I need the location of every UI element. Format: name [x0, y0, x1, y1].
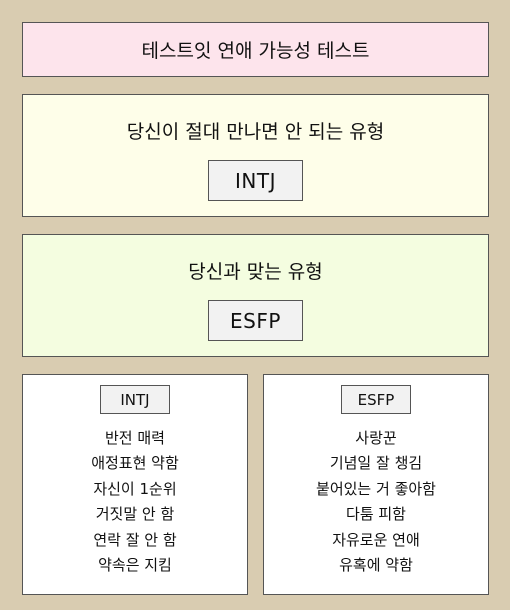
esfp-card-type: ESFP: [357, 390, 395, 409]
best-match-type-badge: ESFP: [208, 300, 303, 341]
trait-item: 거짓말 안 함: [95, 505, 175, 524]
trait-item: 유혹에 약함: [339, 556, 413, 575]
trait-item: 자유로운 연애: [332, 530, 420, 549]
trait-item: 붙어있는 거 좋아함: [316, 479, 436, 498]
test-title: 테스트잇 연애 가능성 테스트: [141, 40, 370, 62]
intj-card-type: INTJ: [120, 390, 150, 409]
worst-match-panel: 당신이 절대 만나면 안 되는 유형 INTJ: [22, 94, 489, 217]
best-match-heading: 당신과 맞는 유형: [188, 261, 323, 283]
esfp-trait-card: ESFP 사랑꾼 기념일 잘 챙김 붙어있는 거 좋아함 다툼 피함 자유로운 …: [263, 374, 489, 595]
trait-item: 사랑꾼: [355, 429, 397, 447]
worst-match-type: INTJ: [235, 168, 276, 193]
esfp-card-tag: ESFP: [341, 385, 411, 414]
worst-match-heading: 당신이 절대 만나면 안 되는 유형: [126, 121, 385, 143]
trait-item: 다툼 피함: [346, 505, 406, 524]
worst-match-type-badge: INTJ: [208, 160, 303, 201]
esfp-trait-list: 사랑꾼 기념일 잘 챙김 붙어있는 거 좋아함 다툼 피함 자유로운 연애 유혹…: [316, 426, 436, 578]
trait-item: 연락 잘 안 함: [93, 530, 177, 549]
intj-card-tag: INTJ: [100, 385, 170, 414]
best-match-panel: 당신과 맞는 유형 ESFP: [22, 234, 489, 357]
trait-item: 약속은 지킴: [98, 556, 172, 575]
intj-trait-card: INTJ 반전 매력 애정표현 약함 자신이 1순위 거짓말 안 함 연락 잘 …: [22, 374, 248, 595]
trait-item: 반전 매력: [105, 429, 165, 447]
trait-item: 애정표현 약함: [91, 454, 179, 473]
intj-trait-list: 반전 매력 애정표현 약함 자신이 1순위 거짓말 안 함 연락 잘 안 함 약…: [91, 426, 179, 578]
best-match-type: ESFP: [230, 308, 281, 333]
test-title-banner: 테스트잇 연애 가능성 테스트: [22, 22, 489, 77]
trait-item: 자신이 1순위: [93, 479, 177, 498]
trait-item: 기념일 잘 챙김: [329, 454, 423, 473]
